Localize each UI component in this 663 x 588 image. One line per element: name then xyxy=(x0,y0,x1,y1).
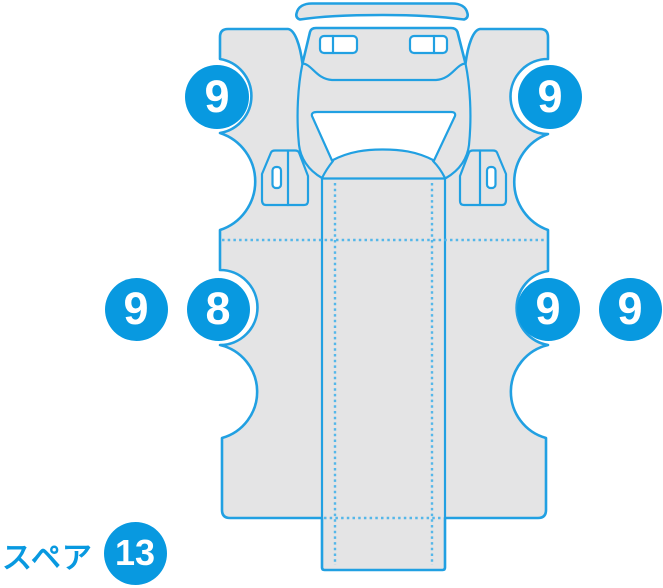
door-piece-right xyxy=(458,149,508,207)
windshield xyxy=(310,110,457,162)
spare-label: スペア xyxy=(2,542,93,575)
fold-lines xyxy=(296,62,472,520)
body-outline xyxy=(218,26,550,572)
badge-9-mid-far-right: 9 xyxy=(598,277,662,341)
badge-8-mid-left: 8 xyxy=(186,277,250,341)
badge-13-bottom: 13 xyxy=(103,521,167,585)
badge-9-top-left: 9 xyxy=(185,64,249,129)
badge-9-mid-right: 9 xyxy=(516,277,580,341)
door-piece-left xyxy=(260,149,310,207)
spoiler-piece xyxy=(295,2,469,21)
badge-9-top-right: 9 xyxy=(518,64,582,129)
perforation-lines xyxy=(222,183,546,565)
badge-9-mid-far-left: 9 xyxy=(104,277,168,341)
cab-windows xyxy=(318,34,449,55)
